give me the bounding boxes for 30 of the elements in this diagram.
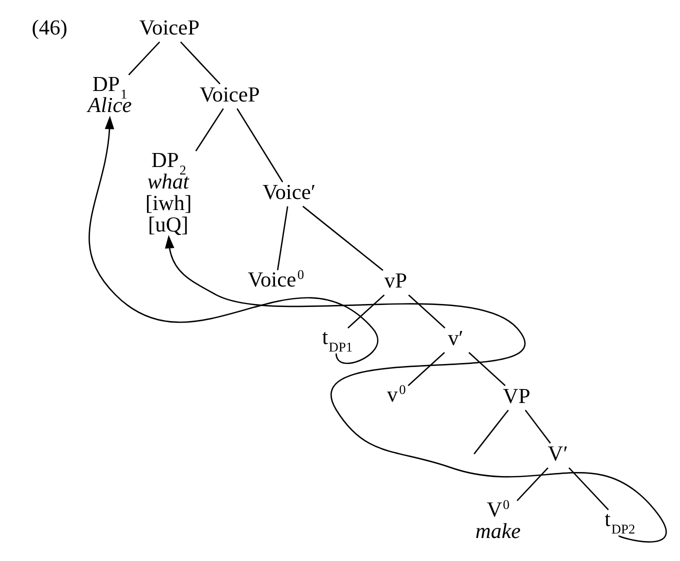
node-text: V$^{0}$ make [475, 497, 521, 544]
node-text: VoiceP [139, 16, 200, 40]
node-text: V′ [548, 441, 568, 466]
node-text: t$_{DP2}$ [604, 506, 636, 536]
connector [302, 206, 384, 271]
connector [180, 41, 220, 84]
node-text: Voice$^{0}$ [248, 266, 304, 292]
node-text: v′ [448, 326, 464, 350]
node-text: vP [384, 268, 407, 293]
node-text: t$_{DP1}$ [322, 324, 353, 354]
connector [195, 108, 224, 152]
node-text: VoiceP [200, 82, 260, 106]
connector [524, 410, 551, 444]
connector [236, 108, 284, 182]
connector [468, 352, 506, 386]
connector [516, 467, 548, 502]
node-text: Voice′ [262, 180, 316, 204]
connector [474, 410, 509, 454]
connector [408, 352, 445, 386]
connector [128, 41, 160, 76]
node-text: DP$_{2}$ what [iwh] [uQ] [145, 148, 192, 236]
node-text: v$^{0}$ [387, 382, 406, 406]
connector [408, 294, 446, 329]
connector [568, 467, 609, 510]
connector [347, 294, 385, 329]
node-text: DP$_{1}$ Alice [88, 72, 132, 118]
label: (46) [32, 16, 68, 40]
connector [276, 206, 288, 270]
node-text: VP [502, 384, 530, 408]
arrow [164, 234, 666, 543]
